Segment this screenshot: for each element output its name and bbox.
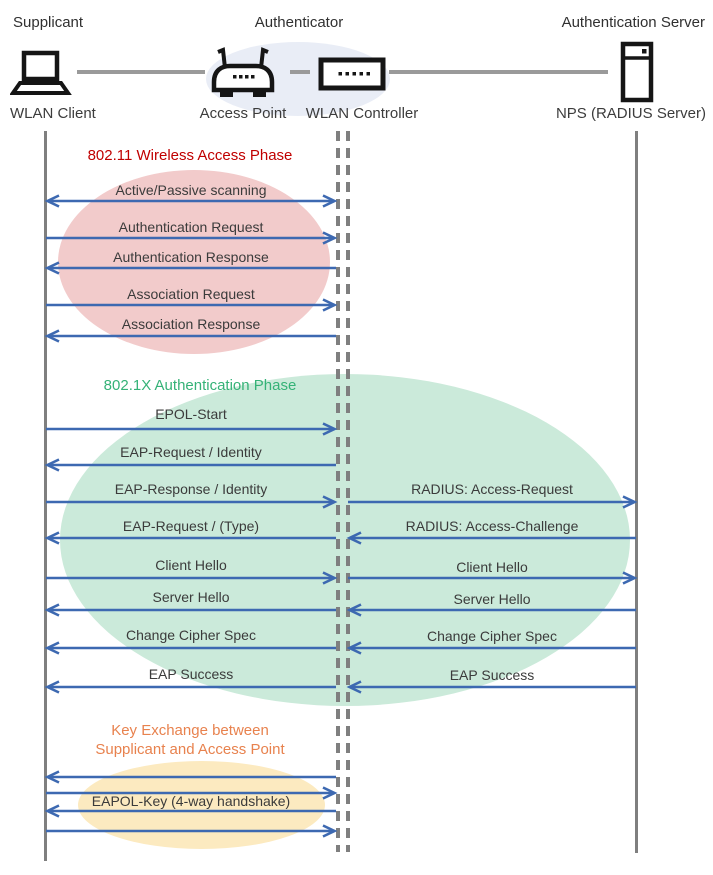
connector-dash-ap-controller (290, 70, 310, 74)
role-label-authentication-server: Authentication Server (561, 14, 705, 31)
message-label: EAP Success (148, 666, 234, 682)
message-label: EAPOL-Key (4-way handshake) (91, 793, 291, 809)
message-arrow-both (44, 194, 338, 208)
message-label: Server Hello (152, 589, 230, 605)
message-arrow-left (44, 770, 336, 784)
8021x-authentication-phase-title: 802.1X Authentication Phase (103, 377, 297, 394)
message-arrow-left (44, 261, 336, 275)
message-arrow-left (346, 603, 636, 617)
message-label: Server Hello (453, 591, 531, 607)
key-exchange-phase-ellipse (78, 761, 325, 849)
message-arrow-right (348, 495, 638, 509)
message-label: EAP-Request / (Type) (122, 518, 260, 534)
lifeline-wlan-controller-left (336, 131, 340, 852)
message-arrow-left (44, 804, 336, 818)
connector-line-client-ap (77, 70, 205, 74)
wlan-controller-icon (318, 57, 386, 91)
message-label: EAP-Request / Identity (120, 444, 262, 460)
message-arrow-left (44, 603, 336, 617)
node-label-access-point: Access Point (199, 105, 287, 122)
node-label-nps-radius-server: NPS (RADIUS Server) (555, 105, 706, 122)
lifeline-wlan-client (44, 131, 47, 861)
message-arrow-left (346, 641, 636, 655)
message-label: RADIUS: Access-Request (411, 481, 573, 497)
message-label: EPOL-Start (155, 406, 227, 422)
wireless-access-phase-title: 802.11 Wireless Access Phase (87, 147, 293, 164)
message-arrow-left (44, 641, 336, 655)
message-arrow-left (346, 680, 636, 694)
message-label: Client Hello (155, 557, 227, 573)
message-arrow-right (46, 231, 338, 245)
message-arrow-right (46, 824, 338, 838)
node-label-wlan-client: WLAN Client (10, 105, 96, 122)
message-arrow-left (44, 458, 336, 472)
lifeline-radius-server (635, 131, 638, 853)
message-label: Change Cipher Spec (126, 627, 256, 643)
node-label-wlan-controller: WLAN Controller (305, 105, 419, 122)
message-label: Association Response (121, 316, 261, 332)
message-arrow-right (46, 422, 338, 436)
message-arrow-right (46, 495, 338, 509)
message-arrow-left (44, 680, 336, 694)
laptop-icon (9, 50, 72, 100)
lifeline-wlan-controller-right (346, 131, 350, 852)
message-label: EAP Success (449, 667, 535, 683)
message-label: Client Hello (456, 559, 528, 575)
connector-line-controller-server (389, 70, 608, 74)
message-label: Authentication Request (118, 219, 264, 235)
message-arrow-right (348, 571, 638, 585)
message-label: Association Request (127, 286, 255, 302)
message-arrow-left (44, 329, 336, 343)
message-arrow-left (346, 531, 636, 545)
message-arrow-right (46, 786, 338, 800)
message-label: Change Cipher Spec (427, 628, 557, 644)
message-arrow-right (46, 298, 338, 312)
message-label: RADIUS: Access-Challenge (405, 518, 579, 534)
role-label-authenticator: Authenticator (254, 14, 344, 31)
role-label-supplicant: Supplicant (13, 14, 84, 31)
message-arrow-right (46, 571, 338, 585)
message-label: Active/Passive scanning (115, 182, 267, 198)
message-arrow-left (44, 531, 336, 545)
message-label: Authentication Response (113, 249, 269, 265)
message-label: EAP-Response / Identity (114, 481, 268, 497)
access-point-icon (208, 44, 278, 106)
server-icon (620, 41, 654, 103)
